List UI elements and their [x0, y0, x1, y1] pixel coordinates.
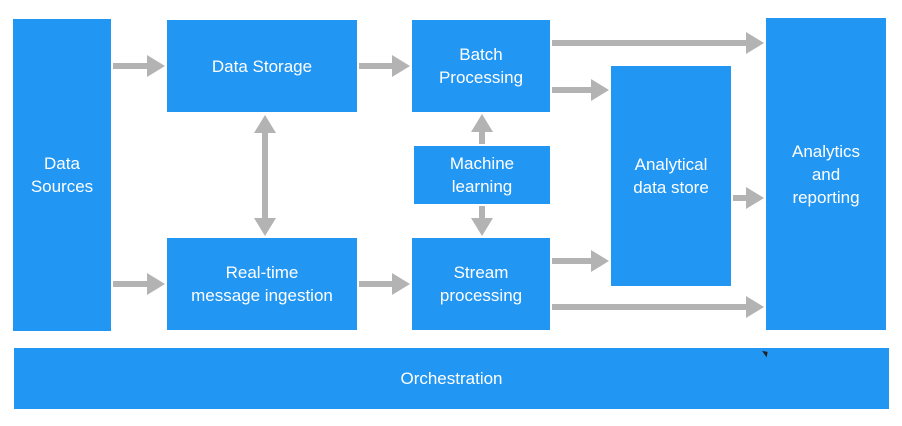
arrow-sources-to-storage — [113, 55, 165, 77]
arrow-batch-to-store — [552, 79, 609, 101]
data-storage-node: Data Storage — [167, 20, 357, 112]
machine-learning-node: Machine learning — [414, 146, 550, 204]
arrow-stream-to-analytics — [552, 296, 764, 318]
analytics-reporting-node: Analytics and reporting — [766, 18, 886, 330]
arrow-ingestion-to-stream — [359, 273, 410, 295]
data-sources-node: Data Sources — [13, 19, 111, 331]
arrow-ml-to-stream — [471, 206, 493, 236]
arrow-sources-to-ingestion — [113, 273, 165, 295]
orchestration-bar: Orchestration — [14, 348, 889, 409]
arrow-storage-to-batch — [359, 55, 410, 77]
realtime-ingestion-node: Real-time message ingestion — [167, 238, 357, 330]
analytical-store-node: Analytical data store — [611, 66, 731, 286]
arrow-storage-ingestion-bidirectional — [254, 115, 276, 236]
batch-processing-node: Batch Processing — [412, 20, 550, 112]
arrow-store-to-analytics — [733, 187, 764, 209]
arrow-batch-to-analytics — [552, 32, 764, 54]
arrow-ml-to-batch — [471, 114, 493, 144]
arrow-stream-to-store — [552, 250, 609, 272]
stream-processing-node: Stream processing — [412, 238, 550, 330]
